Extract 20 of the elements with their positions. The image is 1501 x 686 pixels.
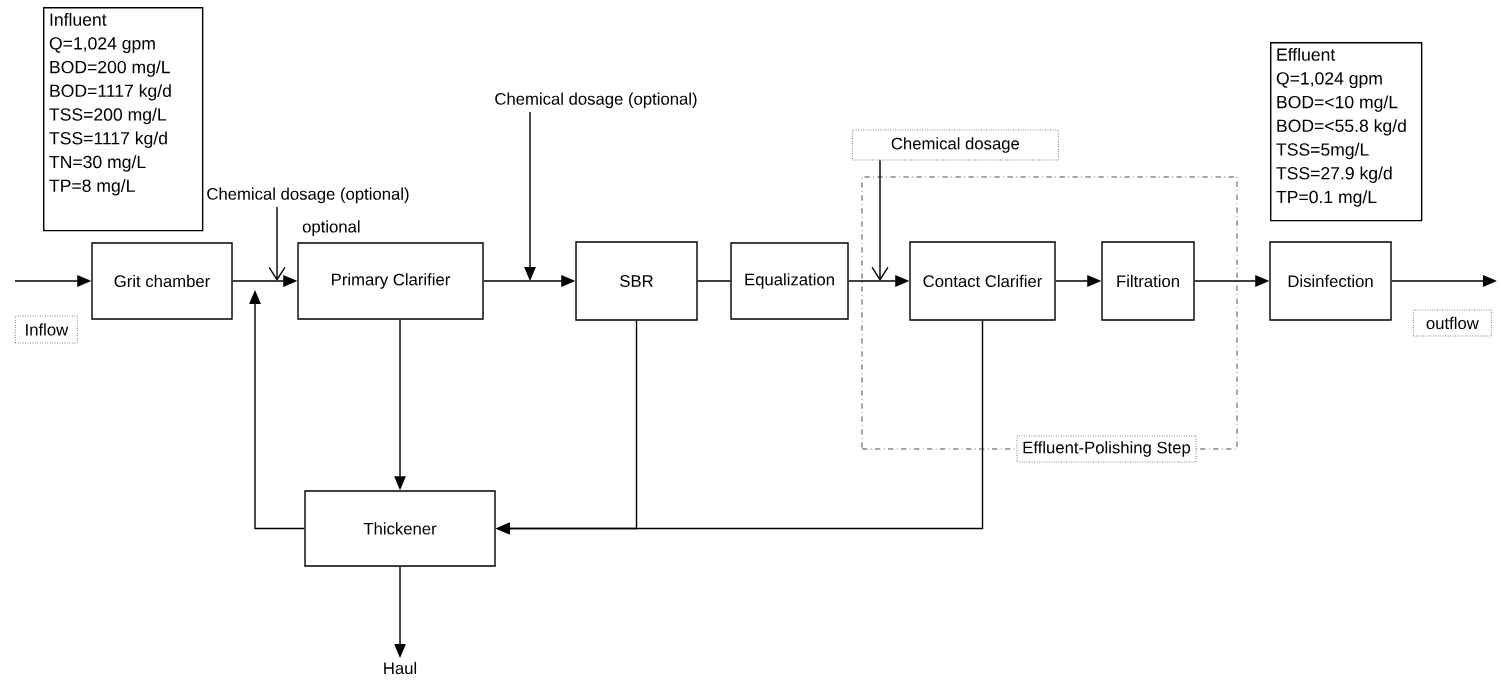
process-box: Primary Clarifier [297, 242, 484, 320]
label-box: Inflow [15, 315, 78, 344]
process-box: Grit chamber [91, 242, 233, 320]
data-box: Influent Q=1,024 gpm BOD=200 mg/L BOD=1117 kg/d TSS=200 mg/L TSS=1117 kg/d TN=30 mg/L TP=8 mg/L [43, 7, 204, 232]
annotation-text: optional [302, 220, 360, 236]
annotation-text: Haul [384, 661, 417, 675]
flow-line [697, 280, 731, 282]
label-box: outflow [1413, 309, 1492, 337]
label-box: Chemical dosage [852, 129, 1059, 161]
annotation-text: Chemical dosage (optional) [207, 187, 409, 204]
process-box: Equalization [730, 242, 849, 320]
process-box: SBR [575, 241, 698, 321]
process-box: Filtration [1101, 241, 1195, 321]
arrow [871, 159, 889, 281]
arrow [268, 206, 286, 281]
annotation-text: Chemical dosage (optional) [495, 92, 697, 109]
process-box: Thickener [304, 490, 496, 567]
data-box: Effluent Q=1,024 gpm BOD=<10 mg/L BOD=<55.8 kg/d TSS=5mg/L TSS=27.9 kg/d TP=0.1 mg/L [1270, 42, 1423, 222]
process-box: Disinfection [1269, 241, 1392, 321]
process-box: Contact Clarifier [909, 241, 1056, 321]
